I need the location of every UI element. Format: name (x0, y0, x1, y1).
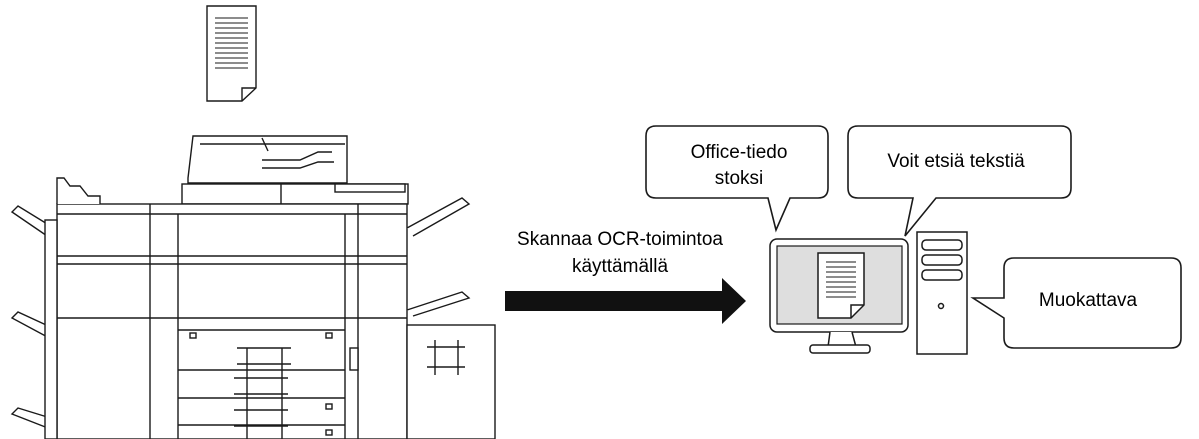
computer-monitor-icon (769, 238, 909, 354)
scan-caption-line-1: Skannaa OCR-toimintoa (517, 229, 723, 250)
scan-ocr-caption: Skannaa OCR-toimintoa käyttämällä (490, 226, 750, 280)
speech-bubble-search (847, 125, 1072, 237)
speech-bubble-office (645, 125, 829, 233)
document-icon (206, 5, 257, 102)
computer-tower-icon (916, 231, 968, 355)
speech-bubble-edit (970, 257, 1182, 349)
multifunction-printer-icon (10, 135, 496, 439)
office-file-label: Office-tiedo stoksi (654, 140, 824, 192)
arrow-right-icon (505, 278, 746, 324)
office-label-line-1: Office-tiedo (690, 142, 788, 163)
editable-label: Muokattava (1038, 290, 1138, 311)
scan-caption-line-2: käyttämällä (571, 256, 669, 277)
office-label-line-2: stoksi (714, 168, 764, 189)
search-text-label: Voit etsiä tekstiä (887, 151, 1025, 172)
